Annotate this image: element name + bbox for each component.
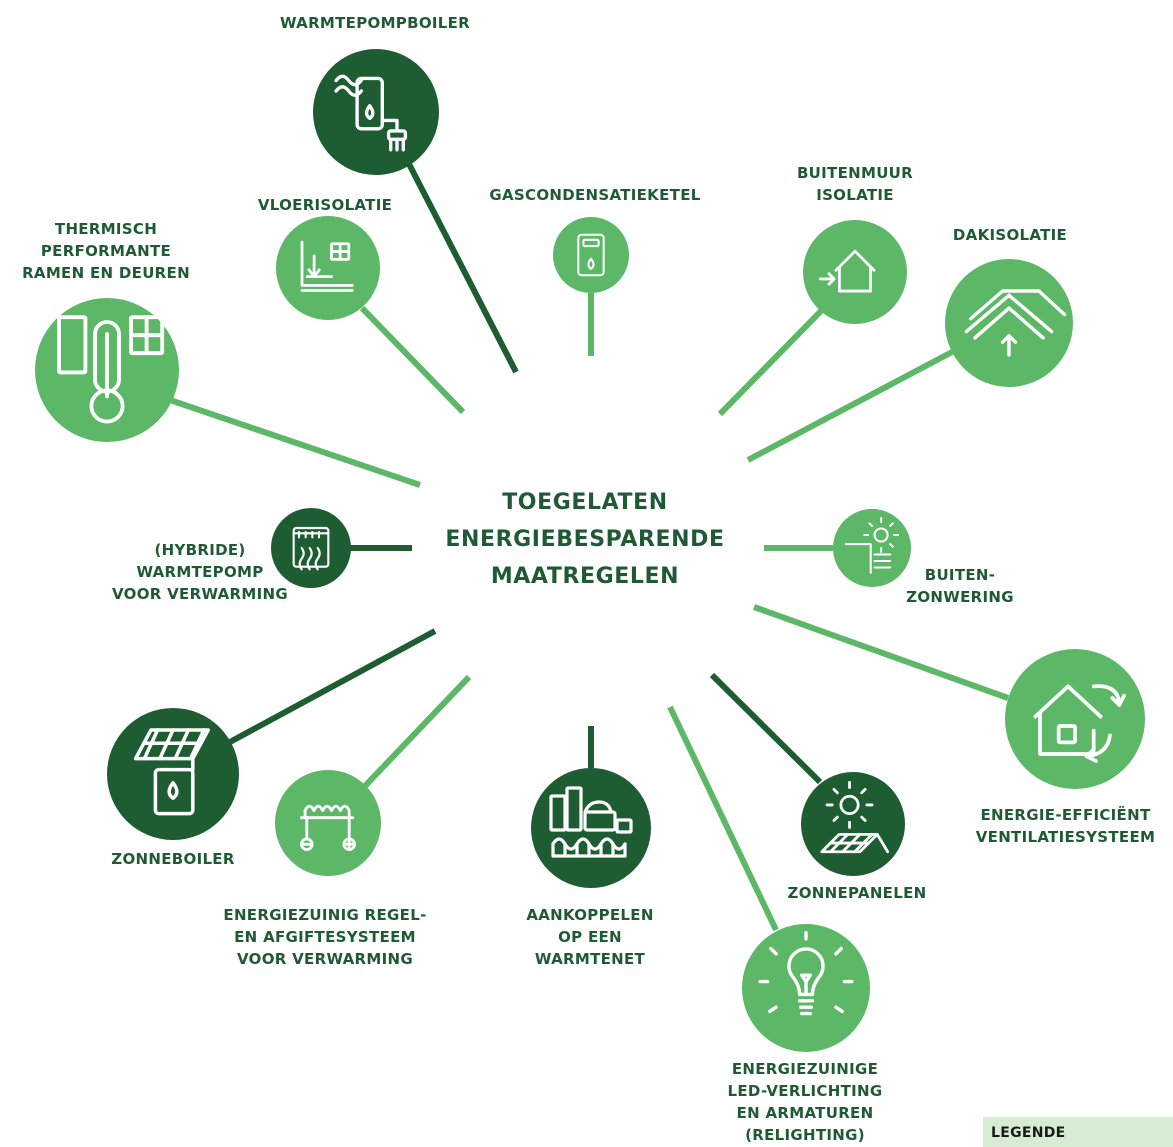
label-buitenzonwering: BUITEN- ZONWERING xyxy=(906,566,1014,606)
measure-nodes xyxy=(35,49,1145,1052)
connector-regelsysteem xyxy=(362,674,472,789)
label-warmtepompboiler: WARMTEPOMPBOILER xyxy=(279,14,471,32)
node-circle-buitenmuur-isolatie xyxy=(803,220,907,324)
node-ventilatiesysteem xyxy=(1005,649,1145,789)
node-circle-dakisolatie xyxy=(945,259,1073,387)
node-circle-gascondensatieketel xyxy=(553,217,629,293)
node-buitenzonwering xyxy=(833,509,911,587)
roof-insulation-icon xyxy=(964,289,1067,357)
connector-ramen-deuren xyxy=(169,397,421,488)
node-circle-warmtenet xyxy=(531,768,651,888)
node-led-verlichting xyxy=(742,924,870,1052)
label-dakisolatie: DAKISOLATIE xyxy=(952,226,1068,244)
connector-vloerisolatie xyxy=(359,305,466,415)
node-gascondensatieketel xyxy=(553,217,629,293)
node-ramen-deuren xyxy=(35,298,179,442)
connector-zonnepanelen xyxy=(709,672,823,785)
node-circle-regelsysteem xyxy=(275,770,381,876)
light-bulb-icon xyxy=(758,930,854,1016)
label-led-verlichting: ENERGIEZUINIGE LED-VERLICHTING EN ARMATU… xyxy=(727,1060,883,1144)
node-zonnepanelen xyxy=(801,772,905,876)
window-thermometer-icon xyxy=(57,315,165,424)
wall-insulation-icon xyxy=(818,249,876,293)
connector-warmtepompboiler xyxy=(405,160,519,374)
heat-pump-icon xyxy=(292,526,330,571)
label-regelsysteem: ENERGIEZUINIG REGEL- EN AFGIFTESYSTEEM V… xyxy=(223,906,427,968)
label-zonneboiler: ZONNEBOILER xyxy=(111,850,235,868)
node-warmtenet xyxy=(531,768,651,888)
node-circle-warmtepompboiler xyxy=(313,49,439,175)
district-heating-icon xyxy=(549,786,633,858)
connector-led-verlichting xyxy=(667,705,779,932)
node-buitenmuur-isolatie xyxy=(803,220,907,324)
connector-buitenmuur-isolatie xyxy=(717,307,825,417)
legend: LEGENDE xyxy=(983,1117,1173,1147)
gas-boiler-icon xyxy=(577,233,605,277)
node-circle-zonnepanelen xyxy=(801,772,905,876)
node-circle-buitenzonwering xyxy=(833,509,911,587)
label-hybride-warmtepomp: (HYBRIDE) WARMTEPOMP VOOR VERWARMING xyxy=(112,541,288,603)
node-circle-ventilatiesysteem xyxy=(1005,649,1145,789)
node-hybride-warmtepomp xyxy=(271,508,351,588)
sun-shade-icon xyxy=(844,517,900,574)
center-title: TOEGELATEN ENERGIEBESPARENDE MAATREGELEN xyxy=(445,490,725,589)
label-ventilatiesysteem: ENERGIE-EFFICIËNT VENTILATIESYSTEEM xyxy=(975,806,1156,846)
legend-title: LEGENDE xyxy=(991,1125,1066,1141)
label-buitenmuur-isolatie: BUITENMUUR ISOLATIE xyxy=(796,164,914,204)
node-dakisolatie xyxy=(945,259,1073,387)
heat-pump-boiler-icon xyxy=(334,74,408,152)
floor-insulation-icon xyxy=(300,240,354,292)
label-ramen-deuren: THERMISCH PERFORMANTE RAMEN EN DEUREN xyxy=(22,220,190,282)
node-zonneboiler xyxy=(107,708,239,840)
label-zonnepanelen: ZONNEPANELEN xyxy=(787,884,927,902)
node-circle-vloerisolatie xyxy=(276,216,380,320)
node-vloerisolatie xyxy=(276,216,380,320)
node-warmtepompboiler xyxy=(313,49,439,175)
connector-zonneboiler xyxy=(228,628,437,745)
solar-panel-icon xyxy=(820,781,890,854)
node-circle-hybride-warmtepomp xyxy=(271,508,351,588)
label-warmtenet: AANKOPPELEN OP EEN WARMTENET xyxy=(526,906,654,968)
label-vloerisolatie: VLOERISOLATIE xyxy=(257,196,393,214)
ventilation-icon xyxy=(1033,684,1126,763)
solar-boiler-icon xyxy=(133,728,210,816)
connector-ventilatiesysteem xyxy=(752,604,1010,701)
label-gascondensatieketel: GASCONDENSATIEKETEL xyxy=(489,186,701,204)
radiator-icon xyxy=(300,804,356,851)
connector-lines xyxy=(169,160,1010,932)
connector-dakisolatie xyxy=(746,349,954,463)
node-circle-zonneboiler xyxy=(107,708,239,840)
node-regelsysteem xyxy=(275,770,381,876)
